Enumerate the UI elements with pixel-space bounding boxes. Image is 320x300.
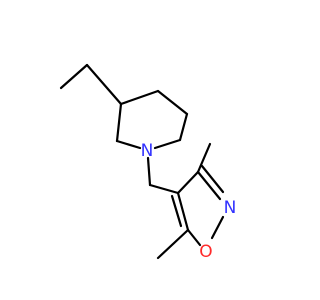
bond-ring-c5-c6 [178,112,189,142]
isoxazole-oxygen-label: O [199,242,212,262]
bond-c4-c3-iso [176,170,200,195]
bond-ring-c2-c3 [115,102,123,143]
structure-drawing: N N O [59,63,237,262]
bond-n-ch2 [146,156,152,187]
bond-o-c5-iso [186,228,202,247]
bond-c3-n-iso-double [200,164,225,194]
bond-c5-c4-iso-double [170,194,183,228]
bond-c5-c4-iso [176,191,190,232]
bond-ring-c6-n [153,138,182,150]
bond-ethyl-ch3-ch2 [59,63,89,90]
bond-ethyl-ch2-c3 [85,63,123,106]
bond-c3-methyl [196,142,212,174]
bond-c3-n-iso [196,170,222,201]
atom-label-layer: N N O [141,141,237,262]
bond-c5-methyl [156,228,190,260]
bond-ring-n-c2 [115,139,142,150]
piperidine-nitrogen-label: N [141,141,154,161]
isoxazole-nitrogen-label: N [224,198,237,218]
molecule-diagram: N N O [59,63,237,262]
bond-n-o-iso [210,215,225,240]
bond-layer [59,63,225,260]
bond-ring-c3-c4 [119,89,160,106]
bond-ch2-c4-isoxazole [148,183,180,195]
bond-ring-c4-c5 [156,89,189,116]
